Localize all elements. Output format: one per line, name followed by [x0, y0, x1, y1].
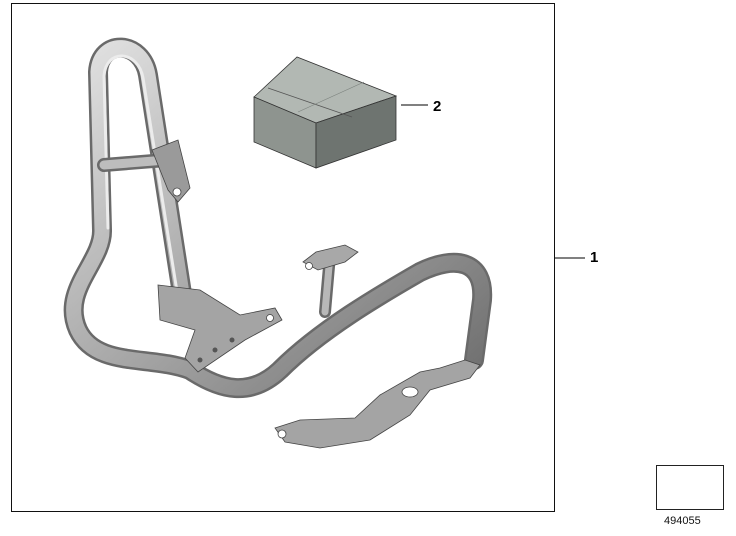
callout-2-number: 2	[433, 98, 442, 115]
callout-1-number: 1	[590, 249, 599, 266]
diagram-frame	[11, 3, 555, 512]
reference-icon-box	[656, 465, 724, 510]
parts-box	[253, 56, 398, 169]
diagram-number: 494055	[664, 515, 701, 527]
crash-bar-assembly	[63, 37, 493, 449]
